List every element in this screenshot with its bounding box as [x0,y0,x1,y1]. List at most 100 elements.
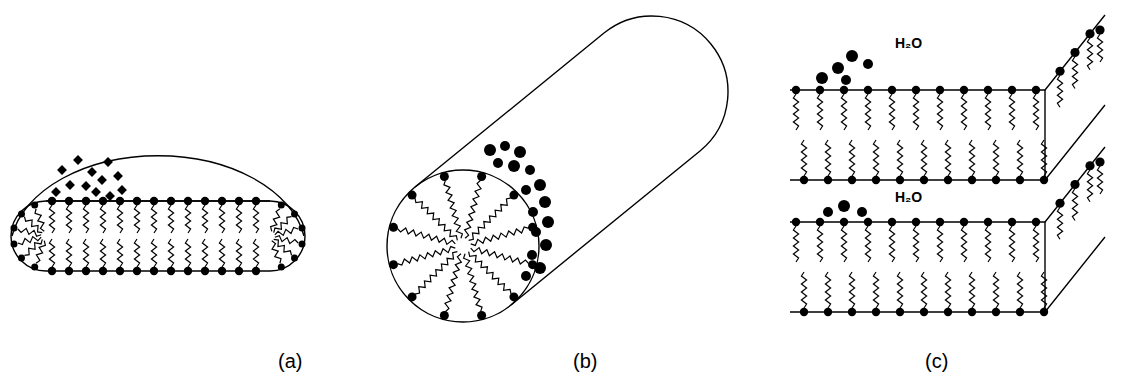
surfactant-head [509,191,518,200]
surfactant-head [201,267,209,275]
surfactant-head [872,308,880,316]
surfactant-head [1040,308,1048,316]
surfactant-tail [100,239,105,267]
surfactant-tail [415,252,457,294]
solubilized-molecule [87,167,97,177]
surfactant-head [936,218,944,226]
surfactant-head [824,176,832,184]
surfactant-tail [134,239,139,267]
solubilized-molecule [514,146,526,158]
surfactant-head [968,176,976,184]
solubilized-molecule [841,75,851,85]
surfactant-tail [937,94,942,130]
surfactant-head [133,267,141,275]
solubilized-molecule [528,207,538,217]
surfactant-tail [913,94,918,130]
surfactant-tail [817,226,822,262]
surfactant-head [984,86,992,94]
surfactant-tail [825,140,830,176]
surfactant-head [912,86,920,94]
surfactant-tail [889,94,894,130]
surfactant-tail [961,226,966,262]
surfactant-tail [1097,34,1102,62]
surfactant-head [1070,48,1079,57]
surfactant-head [10,225,17,232]
surfactant-head [888,86,896,94]
solubilized-molecule [539,196,551,208]
surfactant-head [936,86,944,94]
surfactant-tail [969,272,974,308]
surfactant-tail [464,254,482,312]
surfactant-head [31,201,38,208]
surfactant-head [824,308,832,316]
surfactant-tail [913,226,918,262]
panel-label: (c) [925,350,948,372]
surfactant-tail [817,94,822,130]
solubilized-molecule [521,185,531,195]
surfactant-head [99,197,107,205]
surfactant-head [408,191,417,200]
solubilized-molecule [525,165,535,175]
surfactant-tail [1033,226,1038,262]
surfactant-head [235,197,243,205]
surfactant-head [1008,86,1016,94]
surfactant-tail [889,226,894,262]
surfactant-tail [1057,207,1062,239]
surfactant-head [1055,67,1064,76]
surfactant-head [18,210,25,217]
surfactant-head [1055,199,1064,208]
surfactant-head [65,197,73,205]
surfactant-head [408,292,417,301]
surfactant-head [848,176,856,184]
surfactant-tail [219,239,224,267]
surfactant-head [82,267,90,275]
surfactant-head [18,255,25,262]
surfactant-tail [469,198,511,240]
aggregate-outline [12,156,304,236]
surfactant-head [201,197,209,205]
surfactant-tail [945,272,950,308]
solubilized-molecule [500,141,510,151]
surfactant-head [944,176,952,184]
surfactant-tail [873,272,878,308]
surfactant-head [116,267,124,275]
solubilized-molecule [816,72,828,84]
surfactant-tail [849,140,854,176]
surfactant-head [896,308,904,316]
surfactant-head [99,267,107,275]
surfactant-head [167,197,175,205]
surfactant-tail [849,272,854,308]
surfactant-head [440,311,449,320]
surfactant-tail [1072,189,1077,221]
surfactant-tail [945,140,950,176]
surfactant-tail [274,217,292,233]
surfactant-head [920,308,928,316]
surfactant-head [278,264,285,271]
solubilized-molecule [493,158,503,168]
surfactant-tail [471,227,529,245]
aggregate-outline [790,105,1105,180]
solubilized-molecule [857,207,867,217]
surfactant-tail [444,180,462,238]
solubilized-molecule [117,185,127,195]
surfactant-tail [66,205,71,233]
surfactant-head [389,260,398,269]
surfactant-head [82,197,90,205]
surfactant-head [1032,86,1040,94]
surfactant-head [944,308,952,316]
surfactant-head [235,267,243,275]
surfactant-tail [49,205,54,233]
surfactant-head [968,308,976,316]
surfactant-head [1070,180,1079,189]
surfactant-head [116,197,124,205]
aggregate-outline [387,170,539,322]
aggregate-outline [415,16,728,305]
surfactant-tail [202,239,207,267]
surfactant-tail [1041,140,1046,176]
surfactant-tail [236,205,241,233]
surfactant-tail [897,272,902,308]
surfactant-tail [100,205,105,233]
surfactant-head [150,267,158,275]
surfactant-tail [1072,57,1077,89]
solubilized-molecule [73,155,83,165]
